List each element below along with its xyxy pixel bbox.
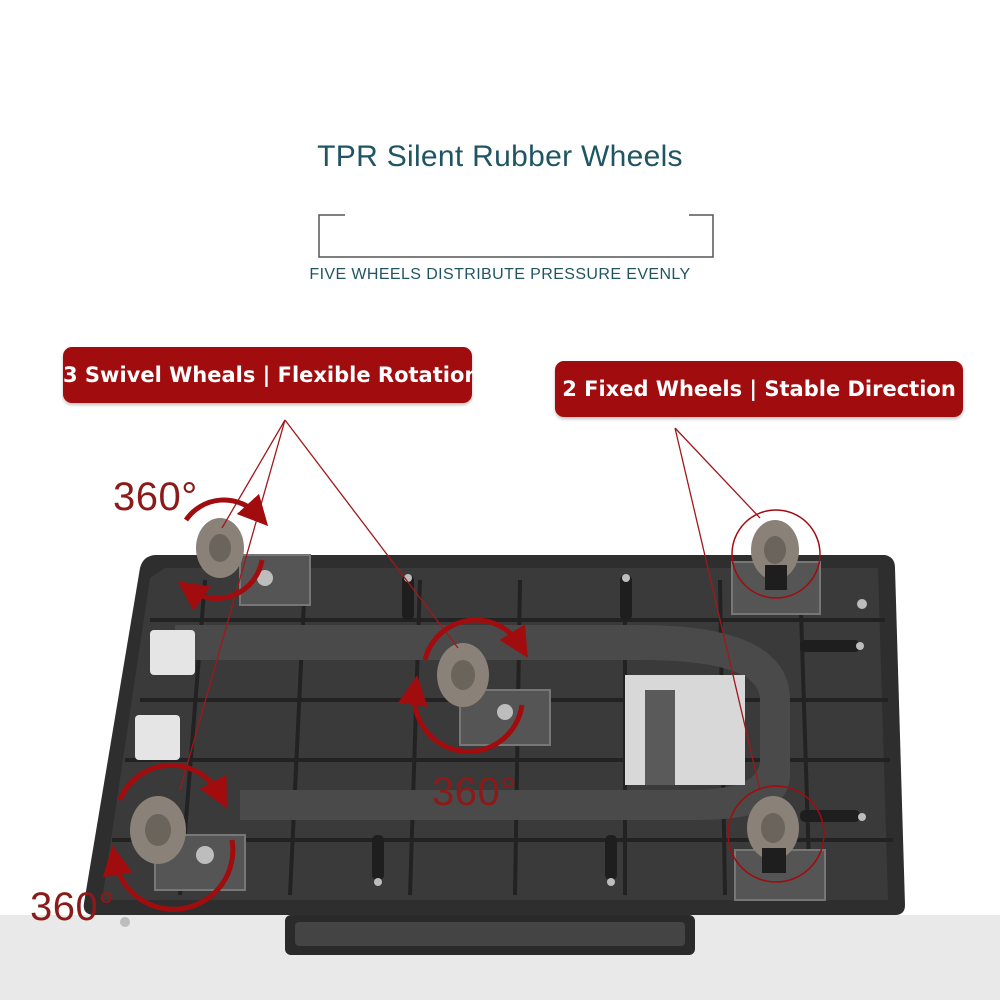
title-bracket-decoration bbox=[318, 214, 714, 258]
subtitle: FIVE WHEELS DISTRIBUTE PRESSURE EVENLY bbox=[309, 266, 691, 283]
rotation-label-bottom-left: 360° bbox=[30, 885, 115, 929]
page-title: TPR Silent Rubber Wheels bbox=[317, 140, 683, 173]
swivel-wheels-callout: 3 Swivel Wheals | Flexible Rotation bbox=[63, 347, 479, 403]
rotation-label-center: 360° bbox=[432, 770, 517, 814]
rotation-label-top-left: 360° bbox=[113, 475, 198, 519]
fixed-wheels-callout: 2 Fixed Wheels | Stable Direction bbox=[555, 361, 963, 417]
